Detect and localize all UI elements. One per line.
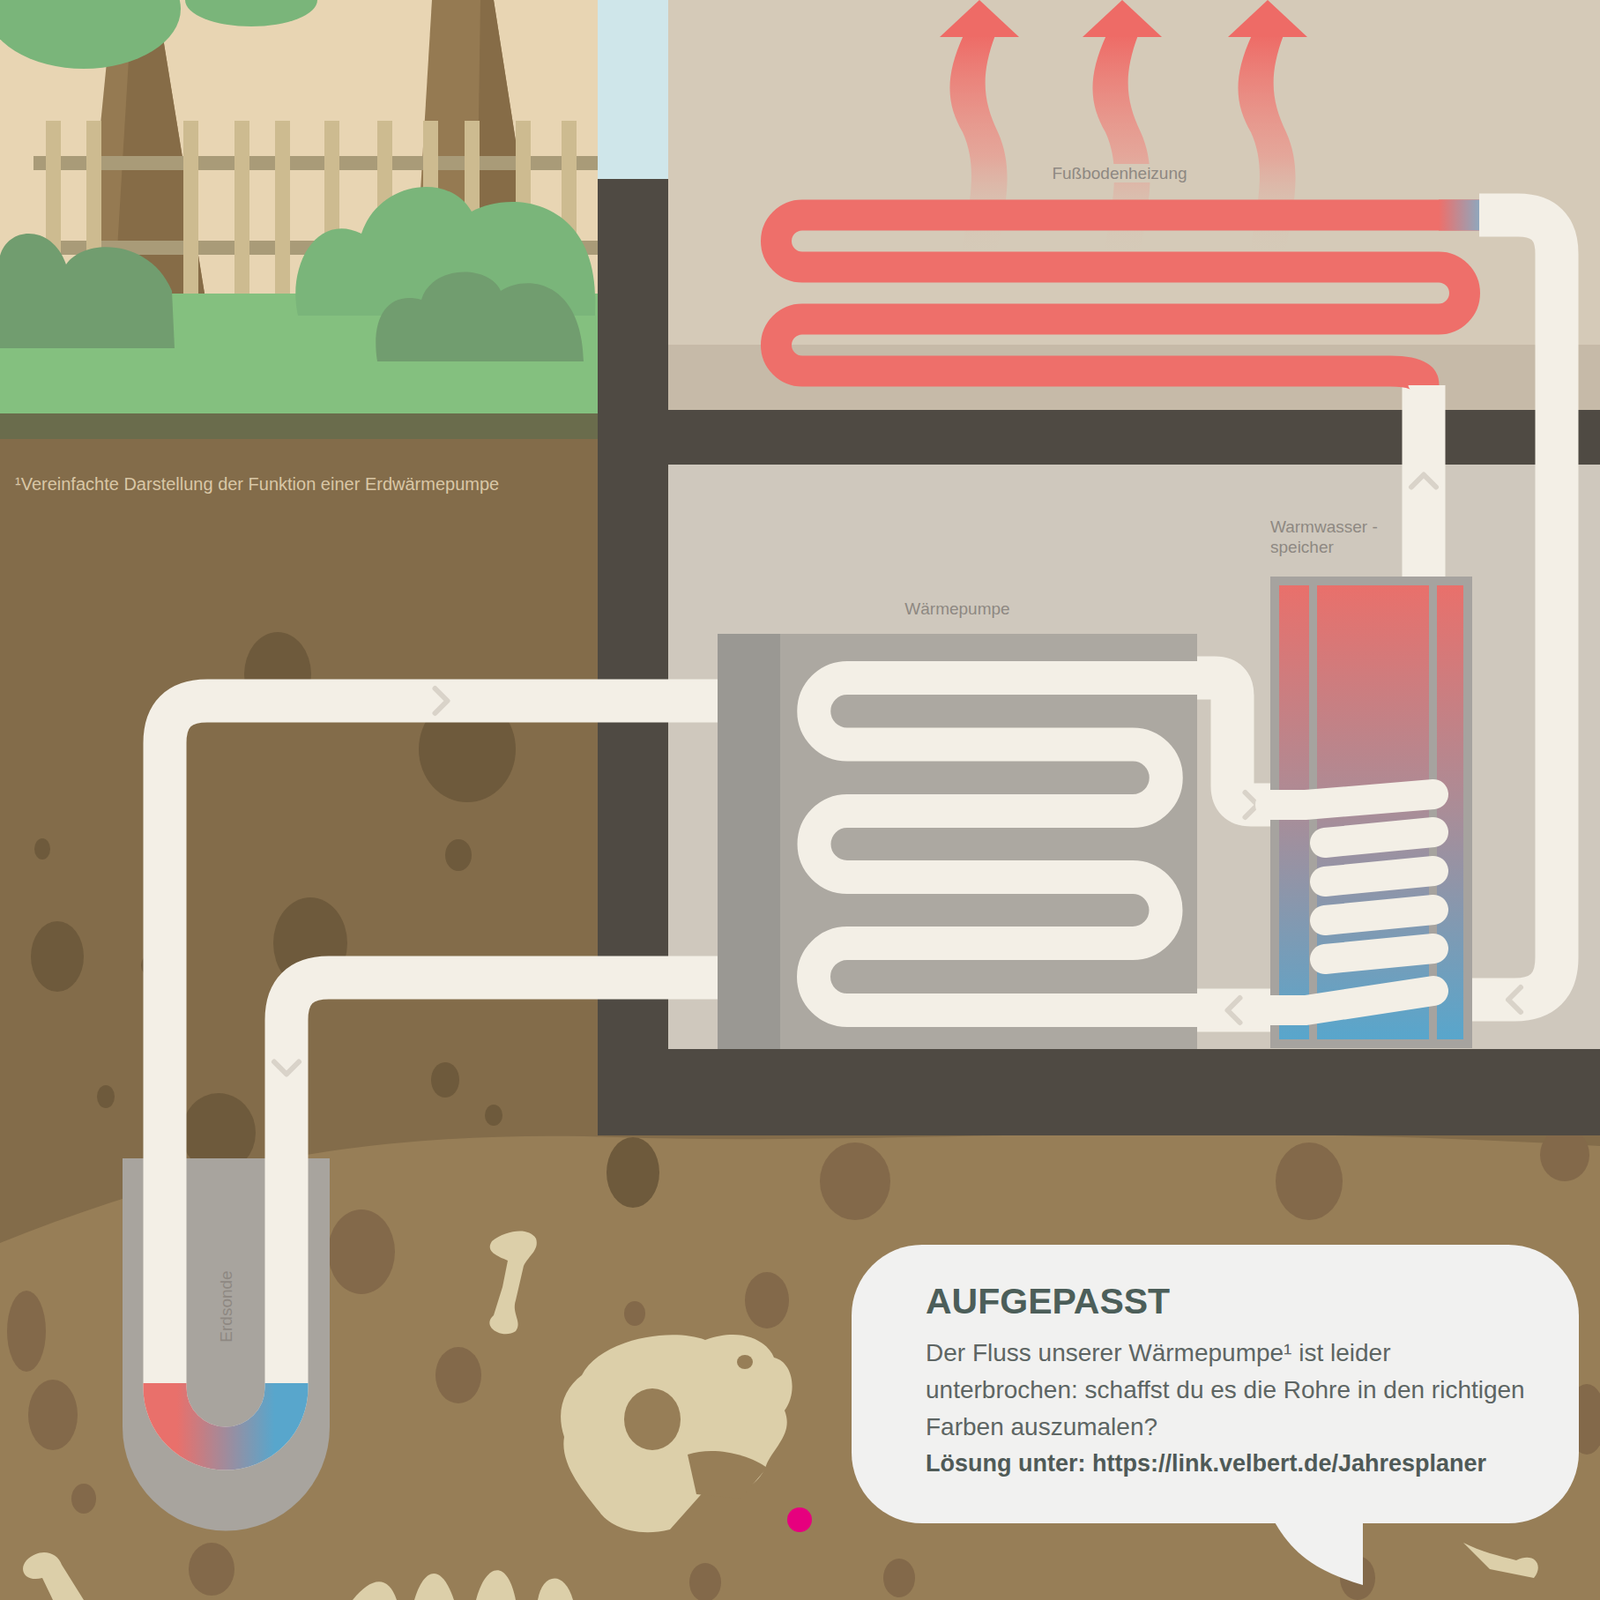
- flow-arrowhead: [274, 1062, 299, 1075]
- component-box: Erdsonde: [122, 1158, 330, 1531]
- flow-arrowhead: [1411, 475, 1437, 488]
- garden: [0, 0, 669, 440]
- house: [597, 0, 1600, 1136]
- pipe-body: [1472, 215, 1557, 1000]
- heating-coil: [759, 201, 1480, 386]
- callout-box: AUFGEPASST Der Fluss unserer Wärmepumpe¹ …: [851, 1244, 1579, 1524]
- pipe-body: [1402, 385, 1446, 577]
- pipe: [1472, 215, 1557, 1013]
- tank: [1270, 576, 1473, 1049]
- marker-dot: [787, 1507, 812, 1533]
- pipe: [164, 688, 718, 1159]
- callout-body: Der Fluss unserer Wärmepumpe¹ ist leider…: [925, 1334, 1544, 1446]
- component-label: Fußbodenheizung: [759, 163, 1480, 184]
- callout-heading: AUFGEPASST: [925, 1280, 1544, 1323]
- ground-probe: [122, 1158, 330, 1531]
- heat-pump-box: [717, 633, 1198, 1050]
- callout-link: Lösung unter: https://link.velbert.de/Ja…: [925, 1445, 1544, 1481]
- component-box: Wärmepumpe: [717, 633, 1198, 1050]
- flow-arrowhead: [435, 688, 448, 714]
- component-box: Fußbodenheizung: [759, 201, 1480, 386]
- pipe: [274, 977, 718, 1159]
- flow-arrowhead: [1508, 987, 1521, 1013]
- component-box: Warmwasser -speicher: [1270, 576, 1473, 1049]
- pipe-body: [164, 700, 718, 1159]
- speech-tail: [1265, 1505, 1372, 1586]
- component-label: Erdsonde: [215, 1270, 237, 1342]
- footnote: ¹Vereinfachte Darstellung der Funktion e…: [14, 474, 499, 495]
- component-label: Wärmepumpe: [717, 598, 1198, 619]
- pipe-body: [1197, 677, 1271, 805]
- flow-arrowhead: [1227, 997, 1241, 1023]
- component-label: Warmwasser -speicher: [1270, 516, 1394, 558]
- pipe: [1411, 385, 1437, 577]
- pipe-body: [286, 977, 718, 1159]
